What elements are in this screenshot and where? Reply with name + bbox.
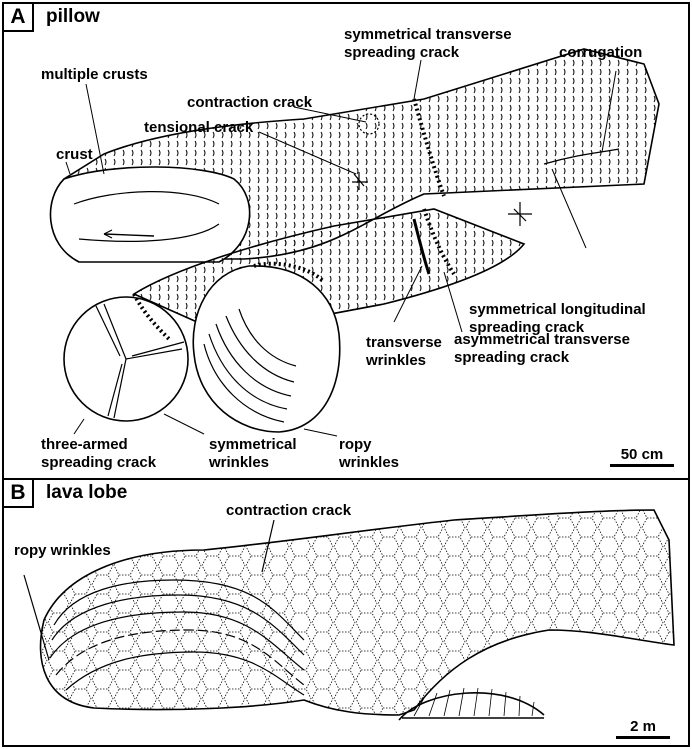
label-line: symmetrical longitudinal	[469, 301, 646, 319]
label-line: ropy	[339, 436, 399, 454]
panel-a-pillow: A pillow symmetrical transverse spreadin…	[2, 2, 690, 480]
panel-b-title: lava lobe	[46, 482, 127, 504]
label-tensional-crack: tensional crack	[144, 119, 253, 137]
label-contraction-crack-b: contraction crack	[226, 502, 351, 520]
label-corrugation: corrugation	[559, 44, 642, 62]
label-line: spreading crack	[344, 44, 512, 62]
scale-line	[610, 464, 674, 467]
label-line: wrinkles	[209, 454, 297, 472]
scale-label: 50 cm	[621, 446, 664, 463]
panel-a-letter: A	[4, 4, 34, 32]
label-contraction-crack: contraction crack	[187, 94, 312, 112]
label-symmetrical-transverse: symmetrical transverse spreading crack	[344, 26, 512, 62]
label-line: transverse	[366, 334, 442, 352]
front-pillow-face	[50, 167, 249, 262]
scale-bar-b: 2 m	[616, 718, 670, 739]
panel-a-title: pillow	[46, 6, 100, 28]
label-line: spreading crack	[41, 454, 156, 472]
panel-b-lava-lobe: B lava lobe contraction crack ropy wrink…	[2, 478, 690, 747]
label-line: symmetrical transverse	[344, 26, 512, 44]
label-line: wrinkles	[366, 352, 442, 370]
label-ropy-wrinkles-b: ropy wrinkles	[14, 542, 111, 560]
scale-label: 2 m	[630, 718, 656, 735]
label-line: wrinkles	[339, 454, 399, 472]
scale-line	[616, 736, 670, 739]
panel-b-letter: B	[4, 480, 34, 508]
label-transverse-wrinkles: transverse wrinkles	[366, 334, 442, 370]
label-line: three-armed	[41, 436, 156, 454]
scale-bar-a: 50 cm	[610, 446, 674, 467]
label-multiple-crusts: multiple crusts	[41, 66, 148, 84]
label-three-armed-crack: three-armed spreading crack	[41, 436, 156, 472]
label-asymmetrical-transverse: asymmetrical transverse spreading crack	[454, 331, 630, 367]
label-line: spreading crack	[454, 349, 630, 367]
label-ropy-wrinkles: ropy wrinkles	[339, 436, 399, 472]
label-crust: crust	[56, 146, 93, 164]
label-line: symmetrical	[209, 436, 297, 454]
label-symmetrical-wrinkles: symmetrical wrinkles	[209, 436, 297, 472]
lava-lobe-outline	[41, 510, 674, 715]
label-line: asymmetrical transverse	[454, 331, 630, 349]
